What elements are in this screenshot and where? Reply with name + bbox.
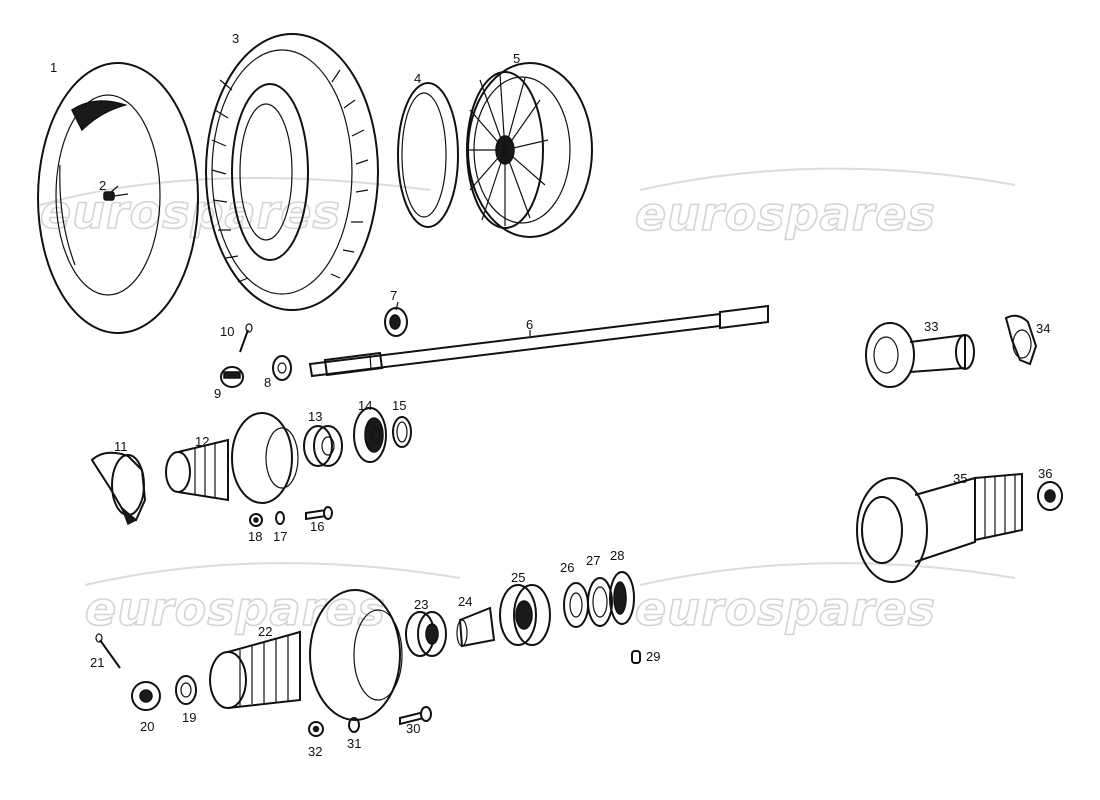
part-tyre bbox=[205, 33, 379, 311]
callout-19: 19 bbox=[182, 710, 196, 725]
callout-15: 15 bbox=[392, 398, 406, 413]
callout-9: 9 bbox=[214, 386, 221, 401]
callout-30: 30 bbox=[406, 721, 420, 736]
callout-11: 11 bbox=[114, 439, 128, 454]
part-threaded-ring-28 bbox=[609, 571, 635, 625]
part-lock-washer-31 bbox=[348, 717, 360, 733]
callout-21: 21 bbox=[90, 655, 104, 670]
callout-34: 34 bbox=[1036, 321, 1050, 336]
callout-31: 31 bbox=[347, 736, 361, 751]
part-washer bbox=[272, 355, 292, 381]
callout-14: 14 bbox=[358, 398, 372, 413]
callout-36: 36 bbox=[1038, 466, 1052, 481]
part-front-hub bbox=[165, 412, 299, 504]
part-washer-19 bbox=[175, 675, 197, 705]
part-drive-shaft bbox=[308, 304, 769, 378]
callout-28: 28 bbox=[610, 548, 624, 563]
callout-26: 26 bbox=[560, 560, 574, 575]
part-lock-washer-17 bbox=[275, 511, 285, 525]
callout-23: 23 bbox=[414, 597, 428, 612]
part-spacer-ring bbox=[392, 416, 412, 448]
part-nut-36 bbox=[1037, 481, 1063, 511]
part-split-pin bbox=[239, 323, 253, 353]
callout-12: 12 bbox=[195, 434, 209, 449]
callout-24: 24 bbox=[458, 594, 472, 609]
part-spacer-sleeve-24 bbox=[456, 606, 496, 648]
part-bolt-16 bbox=[305, 506, 333, 521]
callout-25: 25 bbox=[511, 570, 525, 585]
callout-33: 33 bbox=[924, 319, 938, 334]
callout-27: 27 bbox=[586, 553, 600, 568]
part-hub-flange-33 bbox=[865, 322, 975, 388]
callout-32: 32 bbox=[308, 744, 322, 759]
part-ring-26 bbox=[563, 582, 589, 628]
part-castle-nut bbox=[220, 366, 244, 388]
callout-20: 20 bbox=[140, 719, 154, 734]
part-rear-hub-35 bbox=[856, 472, 1023, 583]
callout-5: 5 bbox=[513, 51, 520, 66]
part-wire-wheel bbox=[466, 62, 593, 238]
callout-29: 29 bbox=[646, 649, 660, 664]
part-bolt-30 bbox=[399, 706, 432, 726]
part-key-29 bbox=[631, 650, 641, 664]
part-nut-32 bbox=[308, 721, 324, 737]
callout-6: 6 bbox=[526, 317, 533, 332]
part-bearing-23 bbox=[405, 611, 447, 657]
part-inner-tube bbox=[37, 62, 199, 334]
watermark-text: eurospares bbox=[40, 185, 341, 239]
watermark-bottom-right: eurospares bbox=[634, 562, 1016, 637]
callout-13: 13 bbox=[308, 409, 322, 424]
part-shaft-seal bbox=[384, 307, 408, 337]
callout-18: 18 bbox=[248, 529, 262, 544]
part-bearing-13 bbox=[303, 425, 343, 467]
callout-4: 4 bbox=[414, 71, 421, 86]
callout-17: 17 bbox=[273, 529, 287, 544]
callout-3: 3 bbox=[232, 31, 239, 46]
part-rear-hub-22 bbox=[209, 589, 403, 721]
part-bearing-25 bbox=[499, 584, 551, 646]
part-split-pin-21 bbox=[95, 633, 121, 669]
part-castle-nut-20 bbox=[131, 681, 161, 711]
callouts: 1 2 3 4 5 6 7 8 9 10 11 12 13 14 15 16 1… bbox=[50, 31, 1052, 759]
part-nut-18 bbox=[249, 513, 263, 527]
part-knock-off-spinner bbox=[90, 451, 147, 526]
watermark-top-right: eurospares bbox=[634, 167, 1016, 242]
part-ring-27 bbox=[587, 577, 613, 627]
callout-16: 16 bbox=[310, 519, 324, 534]
callout-2: 2 bbox=[99, 178, 106, 193]
part-wing-nut-34 bbox=[1004, 314, 1038, 366]
watermark-bottom-left: eurospares bbox=[84, 562, 461, 637]
callout-22: 22 bbox=[258, 624, 272, 639]
callout-35: 35 bbox=[953, 471, 967, 486]
watermark-text: eurospares bbox=[85, 582, 386, 636]
callout-10: 10 bbox=[220, 324, 234, 339]
watermark-text: eurospares bbox=[635, 187, 936, 241]
watermark-text: eurospares bbox=[635, 582, 936, 636]
part-bearing-14 bbox=[353, 407, 387, 463]
part-rim-band bbox=[397, 82, 459, 228]
part-valve bbox=[103, 191, 129, 201]
callout-8: 8 bbox=[264, 375, 271, 390]
leader-lines bbox=[109, 185, 531, 336]
callout-7: 7 bbox=[390, 288, 397, 303]
callout-1: 1 bbox=[50, 60, 57, 75]
